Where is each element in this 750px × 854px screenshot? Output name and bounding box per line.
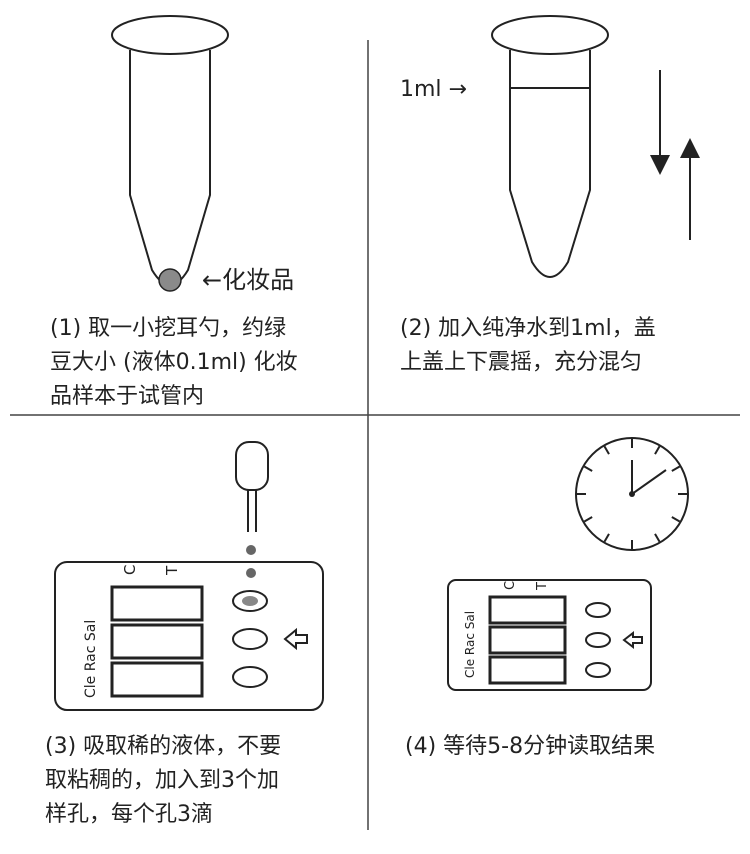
card4-outline (447, 579, 652, 691)
step4-c-label: C (503, 581, 518, 590)
step4-caption: (4) 等待5-8分钟读取结果 (405, 730, 655, 764)
sample-well-fill (242, 596, 258, 606)
card4-window-3 (488, 655, 567, 685)
caption-line: 取粘稠的，加入到3个加 (45, 768, 279, 793)
card3-window-2 (110, 623, 204, 660)
card3-window-1 (110, 585, 204, 622)
sample-dot-icon (158, 268, 182, 292)
caption-line: (4) 等待5-8分钟读取结果 (405, 734, 656, 759)
clock-center (629, 491, 635, 497)
step2-tube-illustration (491, 15, 609, 278)
caption-line: 品样本于试管内 (50, 384, 205, 409)
step3-caption: (3) 吸取稀的液体，不要 取粘稠的，加入到3个加 样孔，每个孔3滴 (45, 730, 281, 832)
drop-icon (246, 545, 256, 555)
step3-c-label: C (121, 565, 139, 575)
drop-icon (246, 568, 256, 578)
clock-tick (603, 445, 610, 455)
step4-test-card (447, 579, 652, 691)
caption-line: (3) 吸取稀的液体，不要 (45, 734, 282, 759)
clock-tick (654, 533, 661, 543)
step3-card-label: Cle Rac Sal (83, 620, 99, 698)
sample-well (232, 590, 268, 612)
step1-tube-illustration (111, 15, 229, 286)
step3-test-card (54, 561, 324, 711)
card4-window-1 (488, 595, 567, 625)
clock-tick (603, 533, 610, 543)
clock-tick (654, 445, 661, 455)
card4-window-2 (488, 625, 567, 655)
insert-arrow-icon (622, 630, 643, 650)
card3-window-3 (110, 661, 204, 698)
step4-t-label: T (535, 582, 550, 591)
caption-line: 样孔，每个孔3滴 (45, 802, 213, 827)
dropper-icon (235, 441, 269, 532)
clock-tick (671, 465, 681, 472)
clock-tick (583, 516, 593, 523)
caption-line: 豆大小 (液体0.1ml) 化妆 (50, 350, 298, 375)
clock-tick (583, 465, 593, 472)
caption-line: (2) 加入纯净水到1ml，盖 (400, 316, 656, 341)
step1-caption: (1) 取一小挖耳勺，约绿 豆大小 (液体0.1ml) 化妆 品样本于试管内 (50, 312, 298, 414)
sample-well (585, 662, 611, 678)
sample-well (585, 602, 611, 618)
tube1-body (129, 50, 211, 286)
step2-volume-label: 1ml → (400, 77, 467, 102)
step2-caption: (2) 加入纯净水到1ml，盖 上盖上下震摇，充分混匀 (400, 312, 656, 380)
clock-tick (671, 516, 681, 523)
step3-t-label: T (163, 565, 181, 576)
caption-line: (1) 取一小挖耳勺，约绿 (50, 316, 287, 341)
tube1-rim (111, 15, 229, 55)
caption-line: 上盖上下震摇，充分混匀 (400, 350, 643, 375)
tube2-rim (491, 15, 609, 55)
card3-outline (54, 561, 324, 711)
insert-arrow-icon (283, 627, 308, 651)
sample-well (585, 632, 611, 648)
clock-hand-long (631, 469, 667, 495)
clock-icon (575, 437, 689, 551)
step1-sample-label: ←化妆品 (202, 266, 294, 294)
step4-card-label: Cle Rac Sal (463, 611, 477, 678)
tube2-body (509, 50, 591, 278)
sample-well (232, 666, 268, 688)
sample-well (232, 628, 268, 650)
